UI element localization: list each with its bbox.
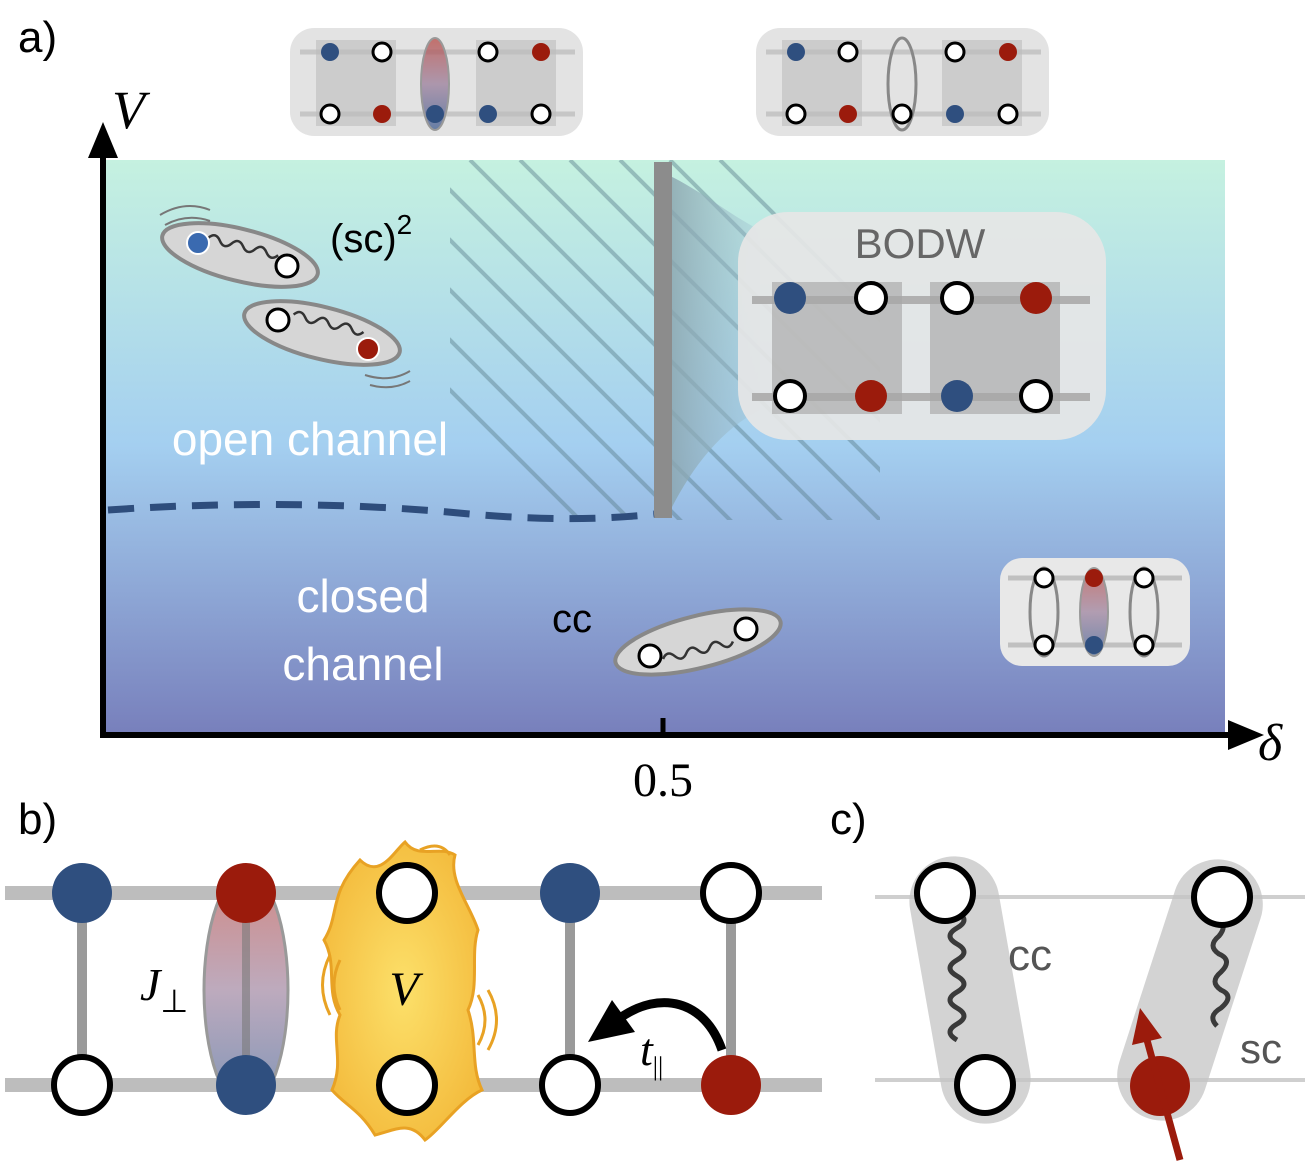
panel-label-a: a) [18, 13, 57, 62]
t-par-label: t|| [640, 1024, 663, 1081]
inset-closed [1000, 558, 1190, 666]
x-axis-label: δ [1258, 715, 1283, 772]
open-channel-label: open channel [172, 413, 448, 465]
ladder [5, 839, 822, 1143]
bodw-funnel [668, 175, 760, 515]
hopping-arrow [617, 998, 727, 1052]
inset-top-left [290, 28, 583, 136]
closed-channel-label-2: channel [282, 638, 443, 690]
j-perp-label: J⊥ [140, 959, 188, 1019]
v-interaction-blob [322, 839, 485, 1143]
x-axis-arrow [1228, 720, 1264, 750]
inset-top-right [756, 28, 1049, 136]
sc-squared-label: (sc)2 [330, 209, 412, 261]
sc-squared-pairs [159, 205, 411, 389]
v-label: V [389, 963, 423, 1016]
closed-channel-label-1: closed [297, 570, 430, 622]
x-tick-label: 0.5 [633, 754, 693, 807]
bodw-box [738, 212, 1106, 440]
panel-label-c: c) [830, 795, 867, 844]
bodw-label: BODW [855, 220, 986, 267]
panel-label-b: b) [18, 795, 57, 844]
cc-label-c: cc [1008, 931, 1052, 980]
y-axis-label: V [112, 80, 151, 140]
cc-label-a: cc [552, 597, 592, 641]
sc-label-c: sc [1240, 1025, 1282, 1072]
y-axis-arrow [88, 122, 118, 158]
phase-boundary-line [654, 162, 672, 518]
cc-pair-a [613, 607, 783, 677]
pairs-panel [875, 856, 1305, 1161]
